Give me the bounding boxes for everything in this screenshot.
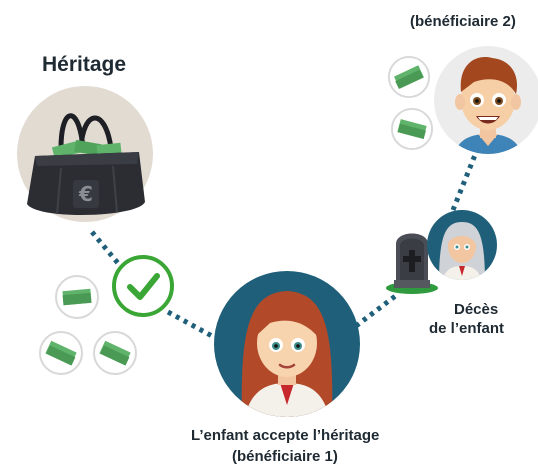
accepte-label-line2: (bénéficiaire 1) <box>232 448 338 465</box>
check-icon <box>111 254 175 318</box>
grandmother-avatar <box>427 210 497 280</box>
deces-label-line2: de l’enfant <box>429 320 505 337</box>
child-avatar <box>214 271 360 417</box>
svg-text:€: € <box>78 182 93 206</box>
banknote-stack-icon <box>54 274 100 320</box>
accepte-label-line1: L’enfant accepte l’héritage <box>191 427 380 444</box>
banknote-stack-icon <box>92 330 138 376</box>
heritage-title: Héritage <box>42 53 127 76</box>
tombstone-icon <box>386 226 438 296</box>
deces-label-line1: Décès <box>454 301 499 318</box>
banknote-stack-icon <box>390 107 434 151</box>
banknote-stack-icon <box>38 330 84 376</box>
beneficiaire-2-label: (bénéficiaire 2) <box>410 13 516 30</box>
banknote-stack-icon <box>387 55 431 99</box>
grandchild-avatar <box>434 42 538 154</box>
money-bag-icon: € <box>17 86 153 226</box>
